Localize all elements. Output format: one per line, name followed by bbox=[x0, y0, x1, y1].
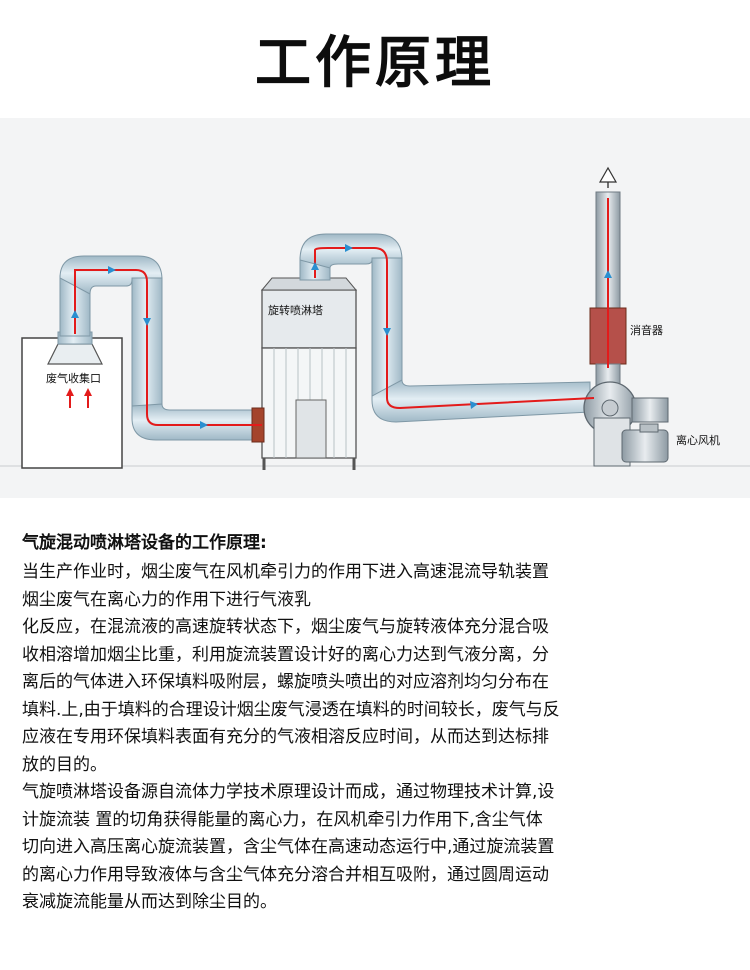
description-block: 气旋混动喷淋塔设备的工作原理: 当生产作业时，烟尘废气在风机牵引力的作用下进入高… bbox=[22, 528, 734, 917]
flow-arrows bbox=[71, 244, 612, 429]
tower-label: 旋转喷淋塔 bbox=[268, 303, 323, 317]
process-diagram-svg: 废气收集口 旋转喷淋塔 bbox=[0, 166, 750, 470]
inlet-hood: 废气收集口 bbox=[21, 331, 123, 469]
page-title: 工作原理 bbox=[255, 31, 495, 96]
fan-shaft-housing bbox=[631, 397, 669, 423]
centrifugal-fan: 离心风机 bbox=[583, 381, 720, 467]
fan-label: 离心风机 bbox=[676, 433, 720, 447]
exhaust-stack: 消音器 bbox=[589, 166, 663, 405]
inlet-label: 废气收集口 bbox=[46, 371, 101, 385]
exhaust-up-arrow bbox=[598, 166, 618, 188]
description-paragraph-1: 当生产作业时，烟尘废气在风机牵引力的作用下进入高速混流导轨装置 烟尘废气在离心力… bbox=[22, 562, 560, 775]
description-paragraph-2: 气旋喷淋塔设备源自流体力学技术原理设计而成，通过物理技术计算,设 计旋流装 置的… bbox=[22, 782, 555, 912]
description-heading: 气旋混动喷淋塔设备的工作原理: bbox=[22, 533, 267, 553]
fan-motor bbox=[621, 429, 669, 463]
silencer-label: 消音器 bbox=[630, 323, 663, 337]
flow-path bbox=[74, 198, 609, 426]
inlet-up-arrows bbox=[66, 388, 92, 408]
process-diagram: 废气收集口 旋转喷淋塔 bbox=[0, 118, 750, 498]
tower-door bbox=[295, 399, 327, 459]
spray-tower: 旋转喷淋塔 bbox=[251, 277, 358, 470]
